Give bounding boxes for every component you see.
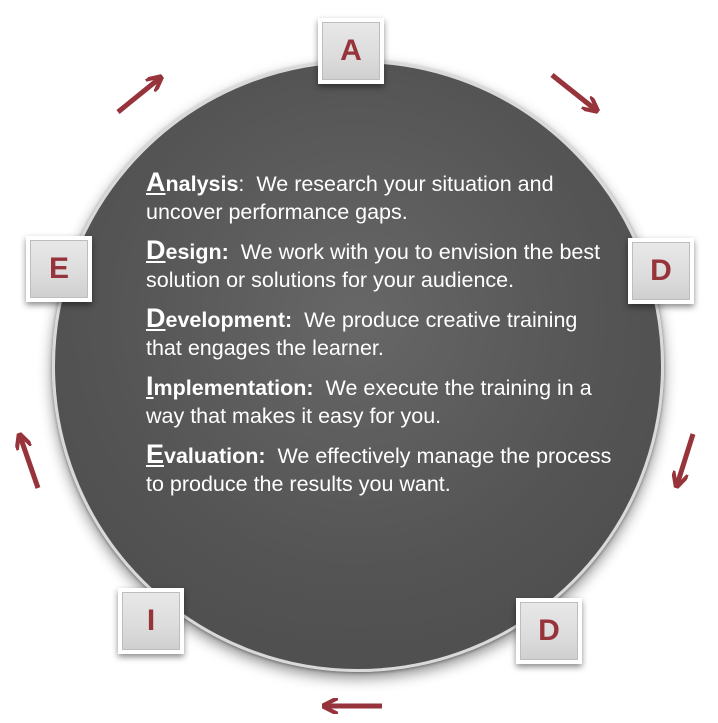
phase-implementation: Implementation: We execute the training … — [146, 372, 616, 430]
phase-separator: : — [238, 172, 245, 196]
phase-term: mplementation: — [153, 376, 314, 400]
phase-analysis: Analysis: We research your situation and… — [146, 168, 616, 226]
arrow-icon — [116, 78, 160, 114]
phase-initial: E — [146, 439, 165, 469]
design-box: D — [628, 238, 694, 304]
box-letter: D — [538, 614, 560, 647]
box-letter: A — [340, 34, 362, 67]
phase-description: We produce creative training that engage… — [146, 308, 578, 360]
development-box: D — [516, 598, 582, 664]
arrow-icon — [20, 436, 41, 489]
phase-design: Design: We work with you to envision the… — [146, 236, 616, 294]
phase-descriptions: Analysis: We research your situation and… — [146, 168, 616, 508]
phase-description: We execute the training in a way that ma… — [146, 376, 592, 428]
phase-initial: I — [146, 371, 154, 401]
phase-development: Development: We produce creative trainin… — [146, 304, 616, 362]
phase-initial: A — [146, 167, 166, 197]
cycle-circle — [52, 60, 664, 672]
phase-description: We work with you to envision the best so… — [146, 240, 601, 292]
phase-term: esign: — [165, 240, 229, 264]
phase-term: valuation: — [164, 444, 266, 468]
box-letter: I — [146, 604, 156, 637]
phase-evaluation: Evaluation: We effectively manage the pr… — [146, 440, 616, 498]
evaluation-box: E — [26, 236, 92, 302]
analysis-box: A — [318, 18, 384, 84]
implementation-box: I — [118, 588, 184, 654]
arrow-icon — [677, 433, 696, 485]
phase-initial: D — [146, 303, 166, 333]
phase-description: We research your situation and uncover p… — [146, 172, 554, 224]
phase-term: nalysis — [165, 172, 239, 196]
box-letter: E — [48, 252, 69, 285]
phase-description: We effectively manage the process to pro… — [146, 444, 612, 496]
arrow-icon — [550, 73, 596, 110]
phase-initial: D — [146, 235, 166, 265]
box-letter: D — [650, 254, 672, 287]
phase-term: evelopment: — [165, 308, 293, 332]
